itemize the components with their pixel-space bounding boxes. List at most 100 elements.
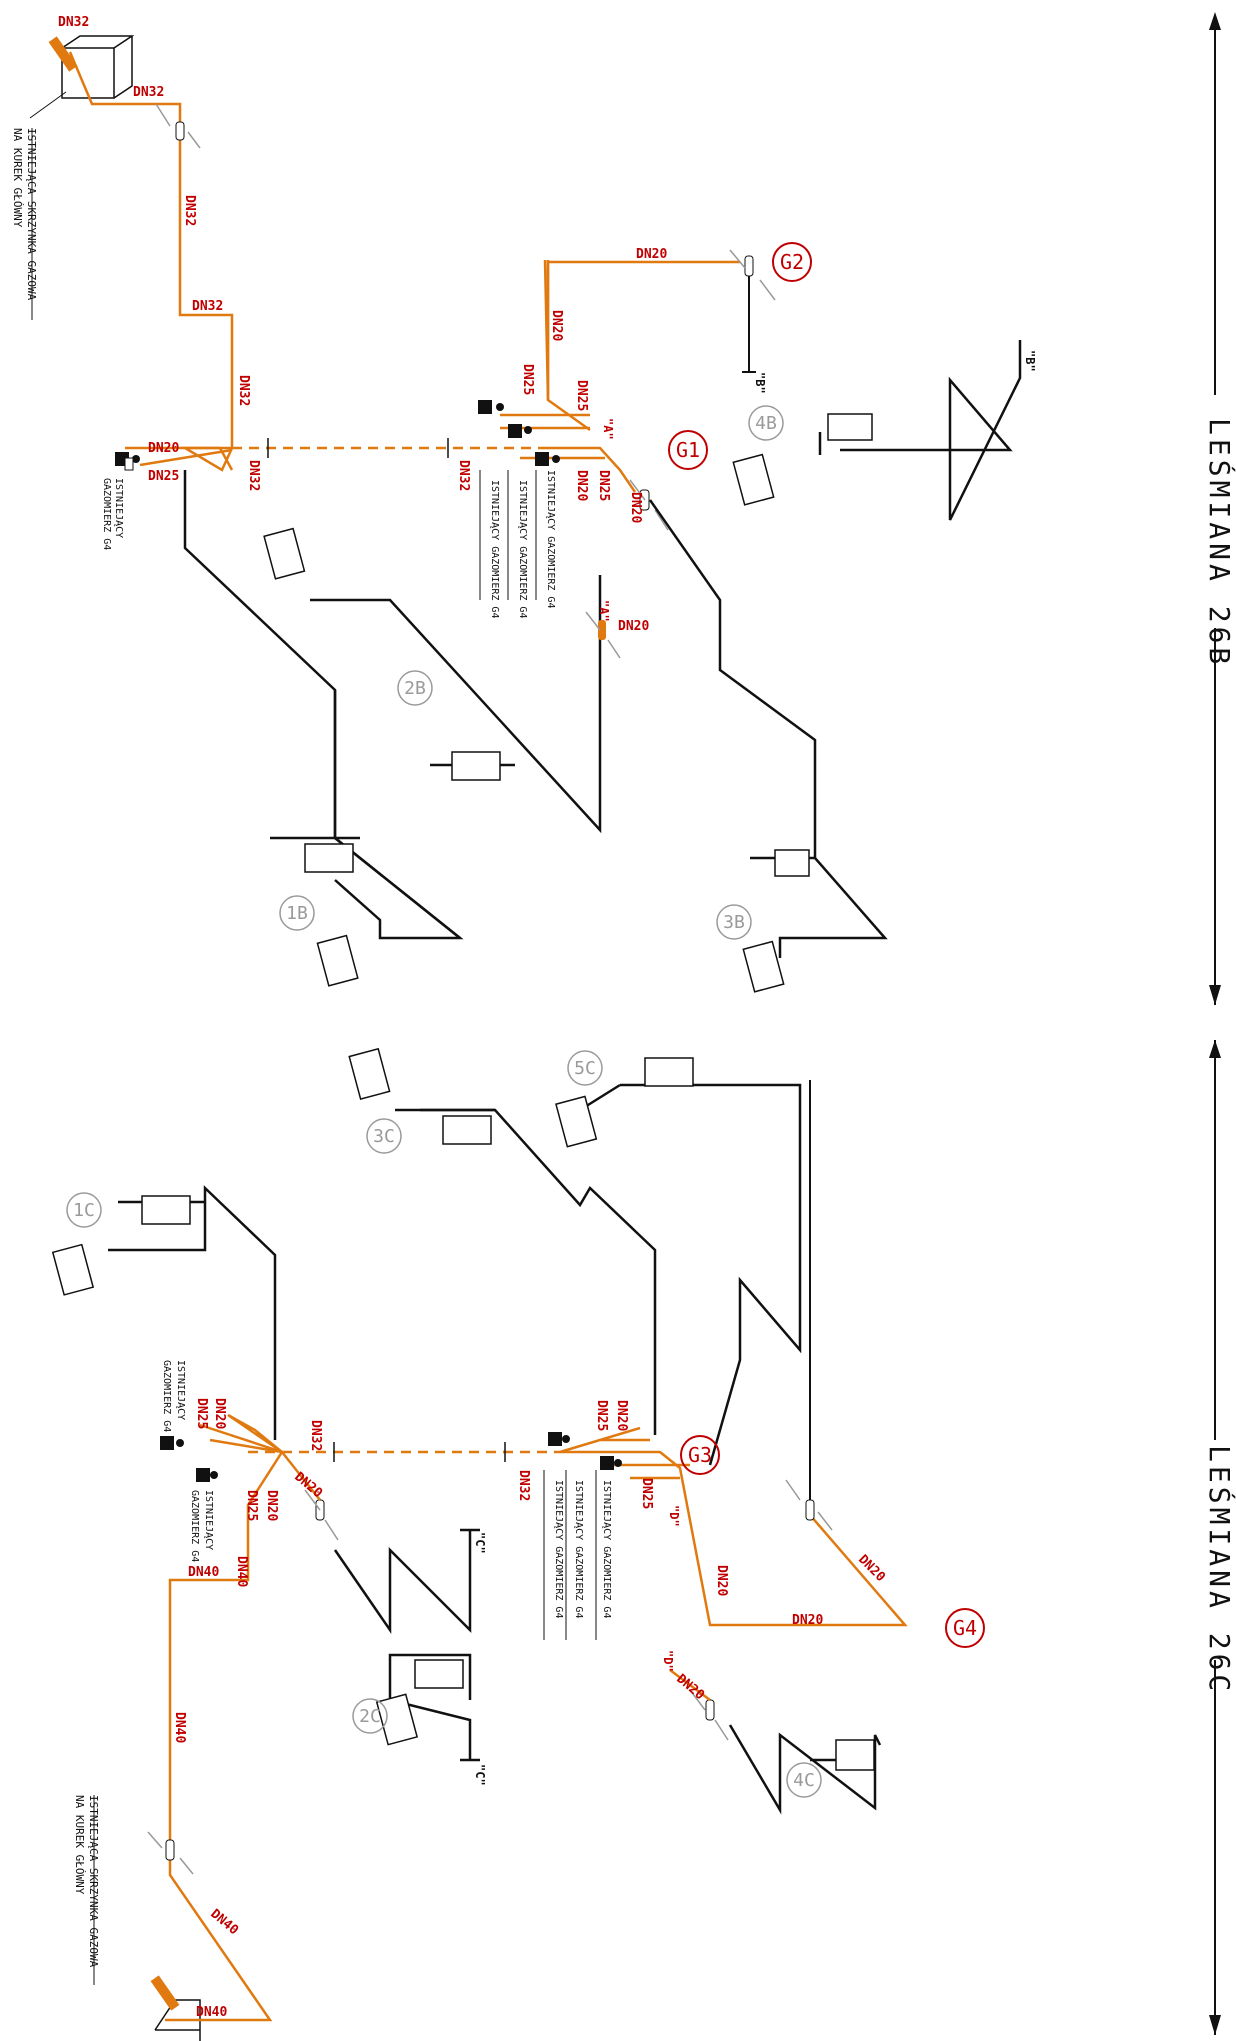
unit-label: 2B xyxy=(404,678,426,699)
connector-label: "B" xyxy=(753,372,767,394)
unit-label: 3B xyxy=(723,912,745,933)
riser-g2: G2 xyxy=(772,242,812,282)
meter-note-26b-g1a: ISTNIEJĄCY GAZOMIERZ G4 xyxy=(545,470,556,608)
riser-label: G2 xyxy=(780,250,804,274)
pipe-g2-branch xyxy=(546,260,740,395)
connector-label: "D" xyxy=(667,1505,681,1527)
stove-3c xyxy=(348,1047,391,1100)
boiler-4c xyxy=(835,1739,875,1771)
dn-label: DN20 xyxy=(574,470,589,501)
dn-label: DN25 xyxy=(194,1398,209,1429)
meter-note-26c-b1: ISTNIEJĄCY xyxy=(203,1490,214,1550)
gas-meter-26b-d xyxy=(535,452,560,466)
gas-box-note-line2: NA KUREK GŁÓWNY xyxy=(11,128,24,228)
boiler-3c xyxy=(442,1115,492,1145)
boiler-5c xyxy=(644,1057,694,1087)
riser-g1: G1 xyxy=(668,430,708,470)
dn-label: DN40 xyxy=(196,2005,227,2020)
stove-2b xyxy=(263,527,306,580)
connector-label: "D" xyxy=(661,1650,675,1672)
dn-label: DN20 xyxy=(792,1613,823,1628)
dn-label: DN32 xyxy=(308,1420,323,1451)
unit-label: 2C xyxy=(359,1706,381,1727)
valve-26c-left xyxy=(304,1489,339,1541)
boiler-3b xyxy=(774,849,810,877)
stove-2c xyxy=(375,1693,419,1746)
unit-label: 4B xyxy=(755,413,777,434)
valve-main-26c xyxy=(147,1831,194,1875)
riser-g4: G4 xyxy=(945,1608,985,1648)
gas-meter-26b-c xyxy=(508,424,532,438)
unit-label: 1B xyxy=(286,903,308,924)
dn-label: DN32 xyxy=(236,375,251,406)
riser-label: G3 xyxy=(688,1443,712,1467)
riser-label: G4 xyxy=(953,1616,977,1640)
stove-1c xyxy=(51,1243,95,1296)
dn-label: DN25 xyxy=(520,364,535,395)
dn-label: DN32 xyxy=(246,460,261,491)
connector-d-26c xyxy=(669,1669,729,1741)
dn-label: DN20 xyxy=(291,1470,325,1502)
dn-label: DN20 xyxy=(855,1552,888,1585)
gas-meter-26c-c xyxy=(548,1432,570,1446)
meter-note-26c-b2: GAZOMIERZ G4 xyxy=(189,1490,200,1562)
boiler-4b xyxy=(827,413,873,441)
dn-label: DN32 xyxy=(456,460,471,491)
meter-note-26b-g1b: ISTNIEJĄCY GAZOMIERZ G4 xyxy=(517,480,528,618)
boiler-2b xyxy=(451,751,501,781)
dn-label: DN32 xyxy=(192,299,223,314)
connector-label: "C" xyxy=(473,1532,487,1554)
gas-box-note-26c-line2: NA KUREK GŁÓWNY xyxy=(73,1795,86,1895)
pipe-main-26c xyxy=(165,1413,284,2022)
dn-label: DN20 xyxy=(264,1490,279,1521)
dn-label: DN32 xyxy=(182,195,197,226)
stove-4b xyxy=(732,453,775,506)
meter-note-26c-g3a: ISTNIEJĄCY GAZOMIERZ G4 xyxy=(601,1480,612,1618)
dn-label: DN20 xyxy=(618,619,649,634)
dn-label: DN40 xyxy=(188,1565,219,1580)
dn-label: DN40 xyxy=(207,1907,241,1939)
existing-pipes-26b xyxy=(183,340,1022,958)
dn-label: DN25 xyxy=(594,1400,609,1431)
unit-label: 5C xyxy=(574,1058,596,1079)
gas-meter-26c-d xyxy=(600,1456,622,1470)
dn-label: DN25 xyxy=(639,1478,654,1509)
building-dimension-lines xyxy=(1209,12,1221,2035)
valve-g1 xyxy=(629,479,669,531)
dn-label: DN40 xyxy=(172,1712,187,1743)
pipe-main-26b xyxy=(68,51,234,472)
valve-g4 xyxy=(785,1080,833,1531)
gas-meter-26c-a xyxy=(160,1436,184,1450)
dn-label: DN20 xyxy=(628,492,643,523)
dn-label: DN32 xyxy=(133,85,164,100)
gas-meter-26c-b xyxy=(196,1468,218,1482)
boiler-1c xyxy=(141,1195,191,1225)
gas-meter-26b-b xyxy=(478,400,504,414)
boiler-2c xyxy=(414,1659,464,1689)
meter-note-26b-line1: ISTNIEJĄCY xyxy=(113,478,124,538)
existing-pipes-26c xyxy=(108,1083,882,1815)
unit-label: 1C xyxy=(73,1200,95,1221)
unit-label: 4C xyxy=(793,1770,815,1791)
connector-label: "C" xyxy=(473,1764,487,1786)
stove-5c xyxy=(555,1095,598,1148)
dn-label: DN32 xyxy=(516,1470,531,1501)
boiler-1b xyxy=(304,843,354,873)
stove-3b xyxy=(742,940,785,993)
meter-note-26c-a2: GAZOMIERZ G4 xyxy=(161,1360,172,1432)
connector-label: "A" xyxy=(597,600,611,622)
dn-label: DN20 xyxy=(673,1672,707,1704)
gas-box-26b xyxy=(29,35,135,119)
dn-label: DN25 xyxy=(148,469,179,484)
dn-label: DN32 xyxy=(58,15,89,30)
meter-note-26c-g3b: ISTNIEJĄCY GAZOMIERZ G4 xyxy=(573,1480,584,1618)
building-label-26b: LEŚMIANA 26B xyxy=(1203,418,1236,668)
connector-label: "A" xyxy=(601,418,615,440)
connector-labels: "A" "A" "B" "B" "C" "C" "D" "D" xyxy=(473,350,1037,1786)
dn-label: DN20 xyxy=(614,1400,629,1431)
building-label-26c: LEŚMIANA 26C xyxy=(1203,1445,1236,1695)
gas-box-26c xyxy=(150,1975,201,2041)
valve-main-26b xyxy=(155,103,201,149)
dn-label: DN20 xyxy=(148,441,179,456)
